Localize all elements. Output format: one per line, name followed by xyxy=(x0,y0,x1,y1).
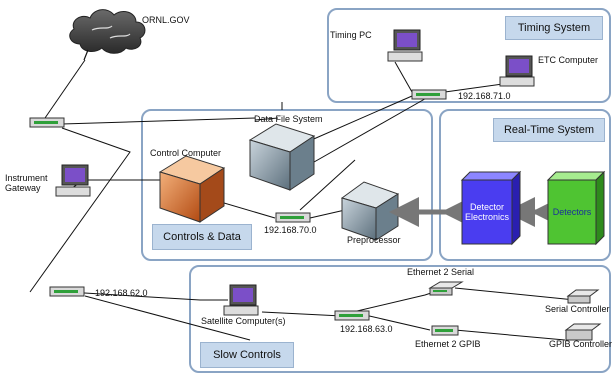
gpib-controller-device-icon xyxy=(564,323,602,341)
switch-icon-70 xyxy=(275,212,311,223)
network-links xyxy=(29,59,576,341)
serial-controller-device-icon xyxy=(566,289,600,304)
preprocessor-server-icon xyxy=(340,181,400,241)
subnet-71-label: 192.168.71.0 xyxy=(458,91,511,101)
switch-icon-71 xyxy=(411,89,447,100)
ethernet-serial-device-icon xyxy=(428,281,464,296)
instrument-gateway-icon xyxy=(55,164,91,197)
realtime-system-label: Real-Time System xyxy=(493,118,605,142)
switch-icon-63 xyxy=(334,310,370,321)
data-file-system-server-icon xyxy=(248,123,316,191)
instrument-gateway-label: Instrument Gateway xyxy=(5,173,48,193)
controls-data-frame xyxy=(141,109,433,261)
timing-system-frame xyxy=(327,8,611,103)
gpib-controller-label: GPIB Controller xyxy=(549,339,613,349)
timing-pc-icon xyxy=(387,29,423,62)
control-computer-server-icon xyxy=(158,155,226,223)
realtime-system-frame xyxy=(439,109,611,261)
preprocessor-label: Preprocessor xyxy=(347,235,401,245)
subnet-70-label: 192.168.70.0 xyxy=(264,225,317,235)
internet-cloud-icon xyxy=(69,9,146,61)
control-computer-label: Control Computer xyxy=(150,148,222,158)
satellite-computer-label: Satellite Computer(s) xyxy=(201,316,286,326)
data-file-system-label: Data File System xyxy=(254,114,323,124)
switch-icon-gateway xyxy=(29,117,65,128)
controls-data-label: Controls & Data xyxy=(152,224,252,250)
etc-computer-icon xyxy=(499,55,535,87)
detectors-label: Detectors xyxy=(552,206,592,217)
ethernet-gpib-device-icon xyxy=(431,325,459,336)
subnet-63-label: 192.168.63.0 xyxy=(340,324,393,334)
detector-electronics-block xyxy=(460,170,522,246)
switch-icon-62 xyxy=(49,286,85,297)
serial-controller-label: Serial Controller xyxy=(545,304,610,314)
ethernet-gpib-label: Ethernet 2 GPIB xyxy=(415,339,481,349)
slow-controls-frame xyxy=(189,265,611,373)
detectors-block xyxy=(546,170,606,246)
subnet-62-label: 192.168.62.0 xyxy=(95,288,148,298)
slow-controls-label: Slow Controls xyxy=(200,342,294,368)
detector-electronics-label: Detector Electronics xyxy=(464,201,509,222)
timing-system-label: Timing System xyxy=(505,16,603,40)
ornl-label: ORNL.GOV xyxy=(142,15,190,25)
ethernet-serial-label: Ethernet 2 Serial xyxy=(407,267,475,277)
etc-computer-label: ETC Computer xyxy=(538,55,599,65)
timing-pc-label: Timing PC xyxy=(330,30,372,40)
satellite-computer-icon xyxy=(223,284,259,316)
